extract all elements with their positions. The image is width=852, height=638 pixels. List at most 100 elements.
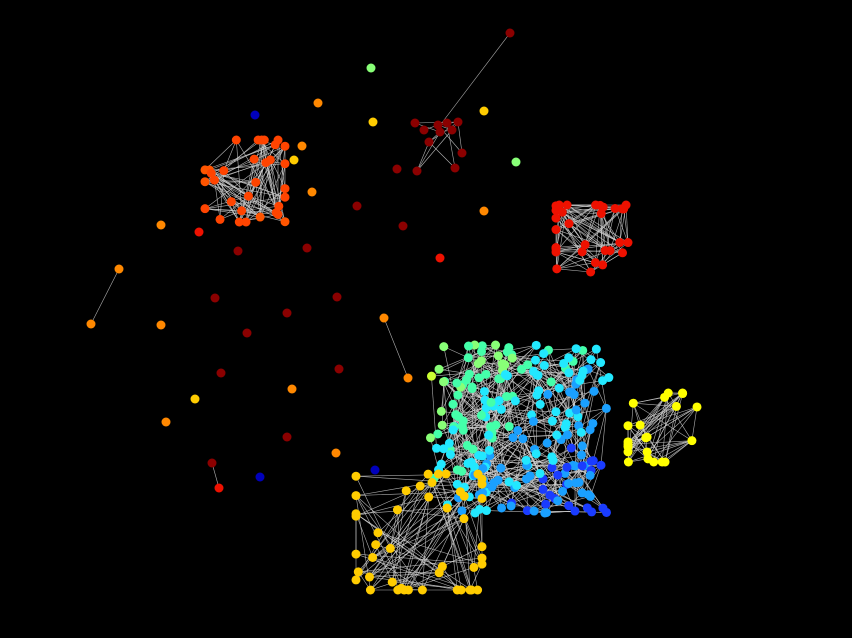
graph-node [552,264,562,274]
graph-node [551,225,561,235]
graph-node [546,377,556,387]
graph-node [435,253,445,263]
graph-node [464,369,474,379]
graph-node [531,449,541,459]
graph-edge [467,415,482,446]
graph-edge [416,141,430,172]
graph-edge [627,406,677,426]
graph-edge [443,381,482,416]
graph-edge [214,179,256,183]
graph-edge [457,121,463,154]
graph-edge [556,262,596,270]
graph-node [351,575,361,585]
graph-node [660,392,670,402]
graph-edge [265,162,286,222]
graph-node [529,506,539,516]
graph-edge [370,473,447,591]
graph-node [562,430,572,440]
graph-edge [546,510,575,513]
graph-edge [204,139,237,171]
graph-node [604,373,614,383]
graph-edge [372,507,448,558]
graph-node [353,567,363,577]
graph-edge [463,496,483,547]
graph-node [214,483,224,493]
graph-node [635,420,645,430]
graph-node [334,364,344,374]
graph-edge [446,507,472,591]
graph-node [243,191,253,201]
graph-edge [495,355,499,425]
graph-edge [355,495,462,591]
graph-edge [514,474,558,488]
graph-node [352,201,362,211]
graph-node [591,344,601,354]
graph-edge [646,406,698,453]
graph-edge [261,139,277,213]
graph-node [588,456,598,466]
graph-node [351,549,361,559]
graph-edge [355,495,405,591]
graph-edge [548,348,577,351]
graph-node [623,421,633,431]
graph-edge [428,141,456,169]
graph-node [433,429,443,439]
graph-edge [562,211,602,214]
graph-edge [562,211,620,243]
graph-edge [639,406,677,426]
graph-edge [555,251,591,273]
graph-edge [534,496,591,512]
graph-node [464,341,474,351]
graph-node [226,197,236,207]
graph-edge [422,497,429,591]
graph-edge [627,406,677,443]
graph-edge [525,460,569,506]
graph-edge [653,392,669,463]
graph-edge [259,139,265,218]
graph-node [493,475,503,485]
graph-edge [204,208,261,218]
graph-node [156,220,166,230]
graph-edge [619,208,623,243]
graph-node [479,206,489,216]
graph-node [554,383,564,393]
graph-node [528,416,538,426]
graph-edge [441,448,474,465]
graph-node [678,388,688,398]
graph-node [551,407,561,417]
graph-node [289,155,299,165]
graph-node [261,158,271,168]
graph-edge [355,485,421,581]
graph-node [401,486,411,496]
graph-edge [245,159,255,223]
graph-node [562,462,572,472]
graph-node [687,436,697,446]
graph-node [442,503,452,513]
graph-edge [691,406,698,441]
graph-edge [522,438,576,467]
graph-edge [369,576,471,591]
graph-node [623,238,633,248]
graph-node [535,399,545,409]
graph-node [432,443,442,453]
graph-node [332,292,342,302]
graph-node [623,437,633,447]
graph-node [642,447,652,457]
graph-node [530,355,540,365]
graph-edge [416,131,441,172]
graph-node [207,458,217,468]
graph-edge [627,392,683,443]
graph-edge [214,180,221,220]
graph-node [427,478,437,488]
graph-node [468,444,478,454]
graph-node [583,490,593,500]
graph-edge [639,392,683,426]
graph-node [457,148,467,158]
graph-edge [450,409,502,455]
graph-node [657,457,667,467]
graph-node [467,585,477,595]
graph-node [577,450,587,460]
graph-node [496,463,506,473]
graph-edge [482,421,534,469]
graph-edge [627,397,665,453]
